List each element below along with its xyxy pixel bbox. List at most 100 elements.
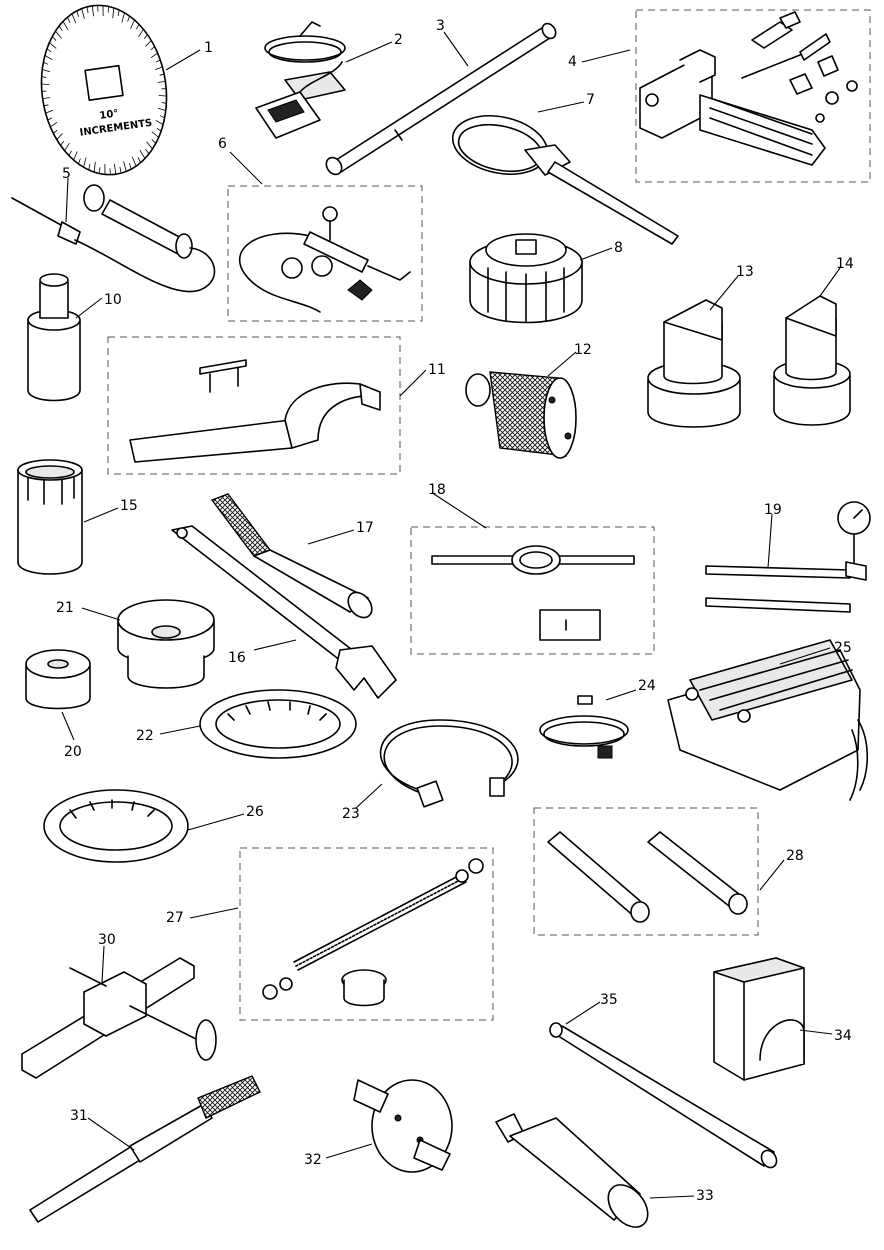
dial-tick: [119, 166, 122, 174]
dial-tick: [161, 102, 167, 104]
callout-32: 32: [304, 1152, 322, 1168]
callout-10: 10: [104, 292, 122, 308]
dial-tick: [41, 68, 51, 73]
tool-13-punch: [647, 299, 741, 428]
dial-tick: [157, 80, 166, 83]
group-box-4: [635, 9, 871, 183]
dial-tick: [52, 129, 58, 134]
dial-tick: [155, 66, 163, 71]
dial-tick: [131, 156, 137, 167]
tool-28-tubes: [547, 831, 748, 923]
dial-tick: [76, 10, 79, 17]
dial-tick: [145, 40, 152, 47]
tool-16-wrench: [171, 525, 397, 699]
callout-17: 17: [356, 520, 374, 536]
dial-tick: [139, 149, 146, 159]
tool-30-puller: [21, 957, 217, 1079]
tool-24-cable: [539, 695, 629, 759]
callout-24: 24: [638, 678, 656, 694]
callout-35: 35: [600, 992, 618, 1008]
callout-15: 15: [120, 498, 138, 514]
tool-20-adapter: [25, 649, 91, 710]
dial-tick: [129, 163, 132, 170]
callout-18: 18: [428, 482, 446, 498]
dial-tick: [146, 141, 153, 150]
dial-tick: [136, 23, 140, 30]
tool-15-castle-socket: [17, 459, 83, 575]
group-box-28: [533, 807, 759, 936]
callout-19: 19: [764, 502, 782, 518]
tool-32-flange-tool: [353, 1079, 453, 1173]
dial-tick: [150, 52, 159, 58]
dial-tick: [42, 97, 51, 100]
dial-tick: [64, 143, 70, 152]
dial-tick: [86, 6, 89, 14]
dial-tick: [121, 12, 125, 23]
dial-tick: [58, 25, 63, 31]
group-box-18: [410, 526, 655, 655]
callout-34: 34: [834, 1028, 852, 1044]
callout-30: 30: [98, 932, 116, 948]
dial-tick: [42, 61, 49, 65]
dial-tick: [81, 8, 85, 19]
tool-23-wiring-harness: [379, 719, 519, 808]
callout-13: 13: [736, 264, 754, 280]
callout-22: 22: [136, 728, 154, 744]
callout-28: 28: [786, 848, 804, 864]
dial-tick: [159, 73, 165, 76]
dial-tick: [155, 59, 161, 63]
callout-33: 33: [696, 1188, 714, 1204]
callout-4: 4: [568, 54, 577, 70]
dial-tick: [151, 139, 157, 144]
dial-tick: [138, 28, 144, 37]
group-box-6: [227, 185, 423, 322]
tool-1-degree-dial: 10° INCREMENTS: [40, 4, 168, 176]
dial-tick: [44, 54, 53, 60]
dial-tick: [123, 161, 127, 172]
callout-7: 7: [586, 92, 595, 108]
dial-tick: [68, 150, 72, 157]
tool-4-chain-tool-kit: [639, 11, 858, 166]
callout-16: 16: [228, 650, 246, 666]
tool-26-toothed-ring: [43, 789, 189, 863]
tool-7-strap-wrench: [451, 115, 679, 245]
dial-tick: [48, 42, 57, 49]
callout-5: 5: [62, 166, 71, 182]
dial-tick: [41, 76, 47, 78]
dial-tick: [56, 133, 63, 140]
dial-tick: [91, 5, 94, 17]
tool-12-knurled-drum: [465, 371, 577, 459]
dial-tick: [45, 109, 53, 114]
tool-5-syringe: [11, 184, 216, 293]
tool-14-punch: [773, 295, 851, 426]
dial-tick: [83, 157, 87, 168]
dial-tick: [62, 21, 69, 31]
dial-tick: [159, 115, 166, 119]
dial-tick: [41, 83, 50, 86]
dial-tick: [49, 122, 58, 128]
dial-tick: [46, 48, 52, 53]
dial-tick: [117, 9, 120, 17]
dial-tick: [130, 19, 135, 29]
dial-tick: [144, 34, 148, 39]
tool-35-bar: [549, 1022, 778, 1169]
leader-lines: [61, 31, 841, 1199]
dial-tick: [156, 127, 162, 132]
dial-label-degrees: 10°: [99, 108, 119, 122]
callout-1: 1: [204, 40, 213, 56]
tool-11-hook-wrench: [129, 359, 381, 463]
dial-tick: [55, 30, 62, 39]
tool-21-adapter: [117, 599, 215, 689]
callout-labels: 1 2 3 4 5 6 7 8 10 11 12 13 14 15 16 17 …: [56, 18, 854, 1204]
callout-14: 14: [836, 256, 854, 272]
dial-tick: [151, 131, 160, 138]
group-box-27: [239, 847, 494, 1021]
tool-6-pump-kit: [238, 206, 411, 313]
dial-tick: [88, 163, 91, 171]
callout-26: 26: [246, 804, 264, 820]
dial-tick: [71, 13, 77, 24]
dial-tick: [78, 158, 81, 165]
dial-tick: [150, 46, 156, 51]
tool-25-charger: [667, 639, 869, 801]
